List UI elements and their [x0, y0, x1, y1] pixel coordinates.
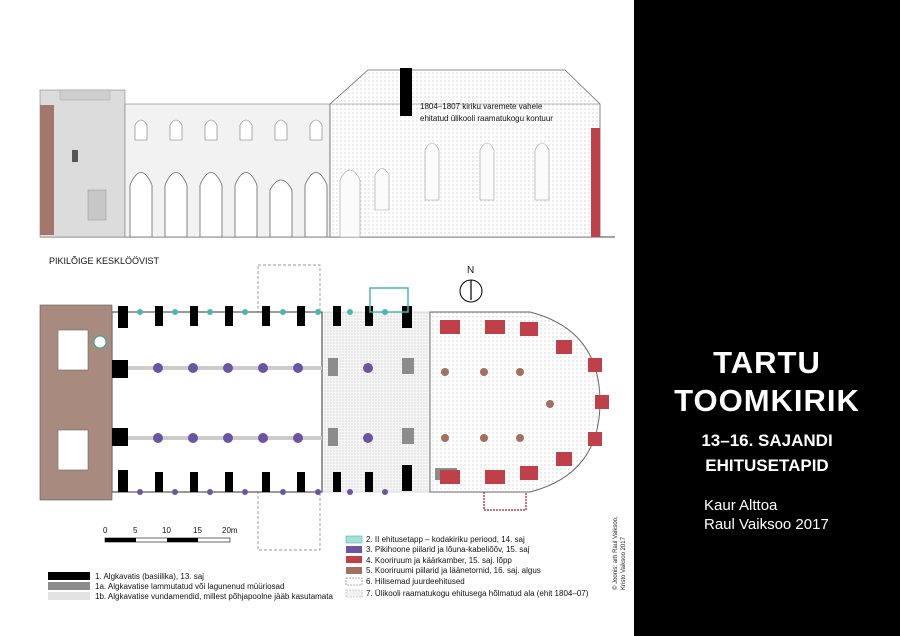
- north-label: N: [467, 265, 475, 276]
- ground-plan: [39, 264, 609, 551]
- section-label: PIKILÕIGE KESKLÖÖVIST: [49, 256, 160, 266]
- library-outline: [329, 69, 601, 238]
- annotation-line1: 1804–1807 kiriku varemete vahele: [420, 102, 543, 111]
- choir-buttresses: [440, 320, 609, 484]
- subtitle-line2: EHITUSETAPID: [705, 456, 829, 475]
- legend-swatches: [48, 535, 363, 600]
- scale-tick-15: 15: [193, 526, 202, 535]
- legend-item-1b: 1b. Algkavatise vundamendid, millest põh…: [95, 592, 333, 601]
- scale-tick-20: 20m: [222, 526, 238, 535]
- library-area: [319, 311, 431, 493]
- annotation-line2: ehitatud ülikooli raamatukogu kontuur: [420, 114, 553, 123]
- choir-apse: [429, 311, 601, 493]
- credit-line1: © Joonis: arh Raul Vaiksoo,: [613, 516, 619, 590]
- legend-item-1: 1. Algkavatis (basiilika), 13. saj: [95, 572, 204, 581]
- west-tower-ruin: [39, 89, 126, 238]
- legend-item-6: 6. Hilisemad juurdeehitused: [366, 577, 465, 586]
- legend-item-2: 2. II ehitusetapp – kodakiriku periood, …: [366, 535, 525, 544]
- drawing-area: [39, 68, 615, 600]
- clerestory-windows: [134, 119, 323, 141]
- title-panel: TARTU TOOMKIRIK 13–16. SAJANDI EHITUSETA…: [634, 0, 900, 636]
- legend-item-1a: 1a. Algkavatise lammutatud või lagunenud…: [95, 582, 285, 591]
- nave-section: [124, 103, 331, 238]
- author-2: Raul Vaiksoo 2017: [704, 516, 829, 533]
- subtitle-line1: 13–16. SAJANDI: [701, 431, 833, 450]
- chapel-14c: [137, 287, 409, 315]
- scale-tick-10: 10: [162, 526, 171, 535]
- scale-tick-0: 0: [103, 526, 108, 535]
- scale-bar: [104, 537, 231, 543]
- nave-plan: [111, 311, 323, 493]
- credit: © Joonis: arh Raul Vaiksoo, Kristo Vaiks…: [612, 516, 628, 590]
- choir-piers-16c: [441, 368, 554, 442]
- legend-item-7: 7. Ülikooli raamatukogu ehitusega hõlmat…: [366, 589, 589, 598]
- title-line1: TARTU: [713, 345, 821, 380]
- legend-item-4: 4. Kooriruum ja käärkamber, 15. saj. lõp…: [366, 556, 512, 565]
- credit-line2: Kristo Vaiksoo 2017: [621, 537, 627, 590]
- legend-item-3: 3. Pikihoone piilarid ja lõuna-kabeliõõv…: [366, 545, 530, 554]
- basilica-piers: [112, 306, 412, 492]
- author-1: Kaur Alttoa: [704, 497, 778, 514]
- choir-windows: [339, 142, 550, 238]
- north-compass: [459, 279, 483, 303]
- title-line2: TOOMKIRIK: [674, 383, 860, 418]
- legend-item-5: 5. Kooriruumi piilarid ja läänetornid, 1…: [366, 566, 541, 575]
- nave-piers-15c: [137, 363, 388, 495]
- choir-wall-red: [591, 128, 600, 237]
- longitudinal-section: [39, 68, 615, 238]
- scale-tick-5: 5: [133, 526, 138, 535]
- nave-arcade: [129, 172, 328, 238]
